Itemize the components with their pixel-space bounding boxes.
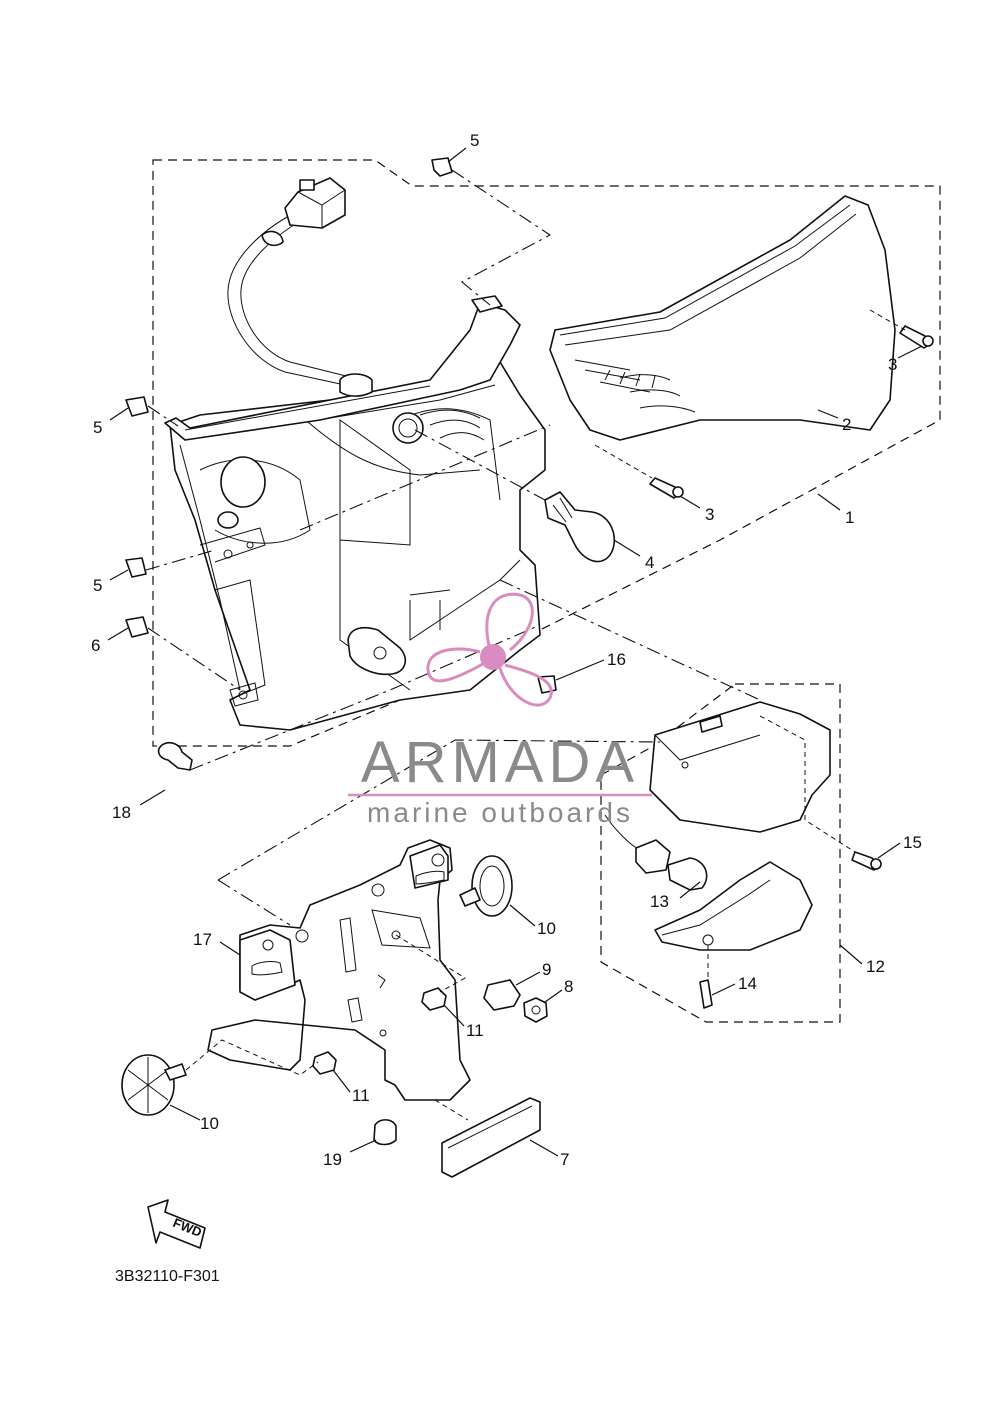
license-light-socket [604,814,708,891]
reflector [441,1097,541,1178]
callout-6: 6 [91,636,100,655]
clip-5-mid [125,557,147,578]
screw-3-lower [649,477,684,499]
guide-line-collar-upper [395,934,466,993]
leader-10a [509,904,536,927]
clip-6 [125,616,149,638]
screw-14 [699,979,713,1009]
license-light-cover [649,701,831,833]
guide-line-bulb [414,429,546,501]
leader-13 [679,881,701,899]
callout-18: 18 [112,803,131,822]
callout-12: 12 [866,957,885,976]
callout-7: 7 [560,1150,569,1169]
leader-15 [877,842,901,859]
license-bracket [207,839,471,1101]
leader-5a [447,147,467,163]
screw-15 [851,851,882,871]
watermark-tagline: marine outboards [367,797,633,828]
leader-5b [109,407,129,421]
taillight-lens [549,195,896,441]
assembly-12-boundary [600,683,841,1023]
watermark-propeller-logo [426,592,553,707]
guide-line-bracket-top [217,739,661,881]
leader-10b [169,1104,201,1121]
callout-5b: 5 [93,418,102,437]
callout-19: 19 [323,1150,342,1169]
guide-line-16-light [499,579,761,701]
clip-5-top [431,157,453,177]
leader-14 [711,983,736,996]
callout-3a: 3 [888,355,897,374]
callout-3b: 3 [705,505,714,524]
callout-10b: 10 [200,1114,219,1133]
leader-6 [107,627,129,641]
assembly-1-boundary [152,159,941,747]
leader-3a [897,345,923,359]
diagram-code: 3B32110-F301 [115,1268,220,1285]
guide-line-6 [147,627,241,691]
bolt-10-upper [459,855,513,917]
leader-19 [349,1139,377,1153]
callout-4: 4 [645,553,654,572]
guide-line-5-top [451,169,552,306]
leader-3b [679,495,701,509]
screw-3-upper [899,325,934,349]
bulb [544,491,616,563]
housing-top-strap [164,295,521,441]
callout-9: 9 [542,960,551,979]
grommet-9 [483,979,521,1011]
taillight-housing [169,361,546,731]
leader-11b [332,1069,351,1093]
callout-16: 16 [607,650,626,669]
callout-1: 1 [845,508,854,527]
guide-line-5-mid [145,549,216,571]
guide-line-bracket-left [217,879,291,926]
leader-1 [817,493,841,511]
leader-5c [109,569,129,581]
leader-12 [839,944,863,965]
callout-15: 15 [903,833,922,852]
license-light-base [654,861,813,951]
collar-11-upper [421,987,447,1011]
watermark-brand: ARMADA [361,730,639,795]
leader-2 [817,409,839,419]
rubber-19 [373,1119,397,1146]
callout-2: 2 [842,415,851,434]
callout-10a: 10 [537,919,556,938]
callout-14: 14 [738,974,757,993]
guide-line-screw-upper [869,309,906,331]
callout-5c: 5 [93,576,102,595]
callout-11b: 11 [352,1086,370,1105]
guide-line-5-left [147,405,179,427]
callout-11a: 11 [466,1021,484,1040]
collar-11-lower [312,1051,337,1075]
guide-line-reflector [434,1099,469,1121]
callout-13: 13 [650,892,669,911]
callout-17: 17 [193,930,212,949]
guide-line-housing-bulb-mid [299,424,551,531]
screw-18 [157,742,193,771]
leader-17 [219,941,241,956]
callout-8: 8 [564,977,573,996]
bolt-10-lower [121,1054,187,1116]
callout-5a: 5 [470,131,479,150]
leader-4 [613,539,641,557]
leader-16 [555,659,605,681]
leader-8 [544,989,563,1003]
leader-18 [139,789,166,806]
wire-harness [227,177,373,397]
guide-line-screw-lower [594,444,653,479]
guide-line-screw15 [759,715,856,853]
watermark-hub [480,644,506,670]
leader-9 [515,971,541,986]
fwd-arrow-icon: FWD [147,1199,206,1249]
clip-5-left [125,396,149,417]
leader-7 [529,1139,559,1157]
leader-11a [443,1004,465,1027]
nut-8 [523,997,548,1023]
